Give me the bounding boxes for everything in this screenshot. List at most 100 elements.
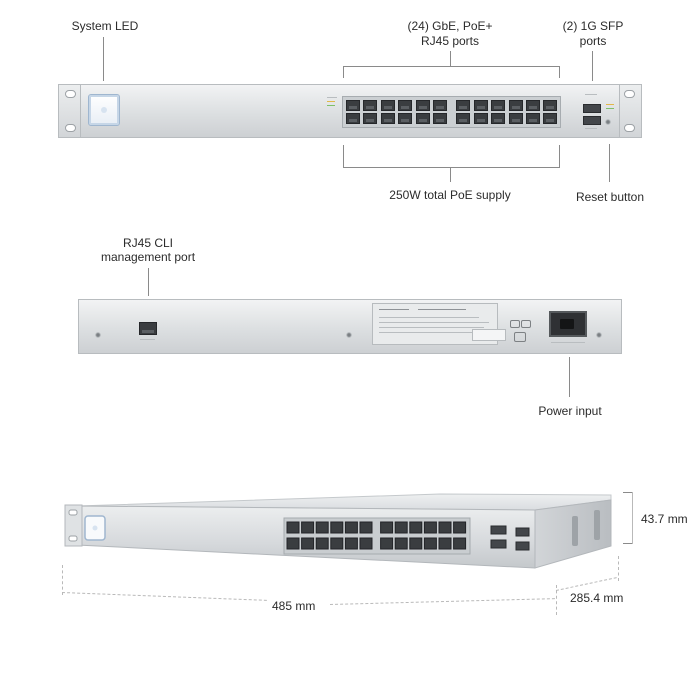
power-input-socket[interactable]: [549, 311, 587, 337]
certification-mark-icon-3: [514, 332, 526, 342]
sfp-callout-line: [592, 51, 593, 81]
angled-rj45-port: [423, 521, 437, 534]
rj45-port[interactable]: [346, 100, 360, 111]
poe-bracket-right: [559, 145, 560, 167]
rj45-port[interactable]: [415, 100, 430, 111]
rj45-ports-callout-line2: RJ45 ports: [420, 34, 480, 48]
reset-button-callout-line: [609, 144, 610, 182]
rj45-ports-bracket-top: [343, 66, 560, 67]
rj45-port[interactable]: [346, 113, 360, 124]
reset-button-callout: Reset button: [575, 190, 645, 204]
product-info-line-4: [379, 322, 489, 323]
status-legend-mark: [606, 104, 614, 105]
depth-dimension-right-tick: [618, 556, 619, 581]
angled-rj45-port: [423, 537, 437, 550]
angled-rj45-port: [359, 537, 373, 550]
angled-rj45-port: [380, 537, 394, 550]
product-info-line-6: [379, 332, 474, 333]
angled-rj45-port: [453, 537, 467, 550]
front-port-legend-mark-2: [327, 101, 335, 102]
angled-rj45-port: [286, 521, 300, 534]
angled-rj45-port: [453, 521, 467, 534]
product-info-line-1: [379, 309, 409, 310]
front-port-legend-mark: [327, 97, 337, 98]
back-panel: [78, 299, 622, 354]
rj45-port[interactable]: [473, 100, 488, 111]
angled-rj45-port: [315, 521, 329, 534]
poe-supply-callout: 250W total PoE supply: [389, 188, 511, 202]
cli-port-callout-line2: management port: [100, 250, 196, 264]
rj45-port[interactable]: [433, 100, 447, 111]
height-dimension-line: [632, 492, 633, 544]
sfp-legend-mark-2: [585, 128, 597, 129]
angled-rj45-port: [438, 537, 452, 550]
back-screw-right: [596, 332, 602, 338]
product-info-line-5: [379, 327, 484, 328]
rj45-port[interactable]: [473, 113, 488, 124]
console-rj45-port[interactable]: [139, 322, 157, 335]
rj45-port[interactable]: [508, 100, 523, 111]
system-led-callout: System LED: [71, 19, 139, 33]
rj45-port[interactable]: [398, 113, 413, 124]
angled-rj45-port: [409, 537, 423, 550]
power-rating-mark: [551, 342, 585, 343]
rj45-port[interactable]: [543, 113, 558, 124]
angled-rj45-port: [394, 537, 408, 550]
rj45-port[interactable]: [415, 113, 430, 124]
power-input-callout-line: [569, 357, 570, 397]
angled-sfp-port-4: [515, 541, 530, 551]
angled-sfp-port-3: [515, 527, 530, 537]
rj45-port[interactable]: [456, 100, 471, 111]
angled-sfp-port-2: [490, 539, 507, 549]
rj45-ports-bracket-left: [343, 66, 344, 78]
rj45-port[interactable]: [433, 113, 447, 124]
angled-rj45-port: [394, 521, 408, 534]
cli-port-callout-line1: RJ45 CLI: [122, 236, 174, 250]
angled-rj45-port: [286, 537, 300, 550]
rj45-port[interactable]: [363, 100, 378, 111]
system-led-dot-icon: [101, 107, 107, 113]
rj45-port[interactable]: [491, 100, 506, 111]
reset-button-icon[interactable]: [605, 119, 611, 125]
power-input-callout: Power input: [538, 404, 602, 418]
angled-sfp-port-1: [490, 525, 507, 535]
height-dimension-top-tick: [623, 492, 633, 493]
angled-rj45-port: [330, 521, 344, 534]
rj45-port[interactable]: [526, 113, 540, 124]
angled-system-led-dot-icon: [92, 525, 98, 531]
poe-bracket-bottom: [343, 167, 560, 168]
sfp-port-2[interactable]: [583, 116, 601, 125]
front-left-mount-hole-top: [65, 90, 76, 98]
system-led-callout-line: [103, 37, 104, 81]
sfp-callout-line2: ports: [579, 34, 607, 48]
sfp-legend-mark: [585, 94, 597, 95]
status-legend-mark-2: [606, 108, 614, 109]
certification-mark-icon: [510, 320, 520, 328]
back-screw-middle: [346, 332, 352, 338]
angled-rj45-port: [409, 521, 423, 534]
front-right-mount-hole-top: [624, 90, 635, 98]
rj45-port[interactable]: [526, 100, 540, 111]
front-rj45-port-block: [342, 96, 561, 128]
rj45-port[interactable]: [380, 100, 395, 111]
poe-bracket-left: [343, 145, 344, 167]
rj45-port[interactable]: [543, 100, 558, 111]
rj45-port[interactable]: [380, 113, 395, 124]
rj45-port[interactable]: [508, 113, 523, 124]
angled-rj45-port: [438, 521, 452, 534]
height-dimension-label: 43.7 mm: [641, 512, 688, 526]
product-info-line-3: [379, 317, 479, 318]
angled-rj45-port: [344, 537, 358, 550]
rj45-port[interactable]: [491, 113, 506, 124]
poe-bracket-stem: [450, 167, 451, 182]
front-left-mount-hole-bottom: [65, 124, 76, 132]
rj45-port[interactable]: [398, 100, 413, 111]
rj45-port[interactable]: [363, 113, 378, 124]
angled-rj45-port: [330, 537, 344, 550]
console-port-legend-mark: [140, 339, 155, 340]
height-dimension-bottom-tick: [623, 543, 633, 544]
sfp-port-1[interactable]: [583, 104, 601, 113]
rj45-port[interactable]: [456, 113, 471, 124]
cli-port-callout-line: [148, 268, 149, 296]
